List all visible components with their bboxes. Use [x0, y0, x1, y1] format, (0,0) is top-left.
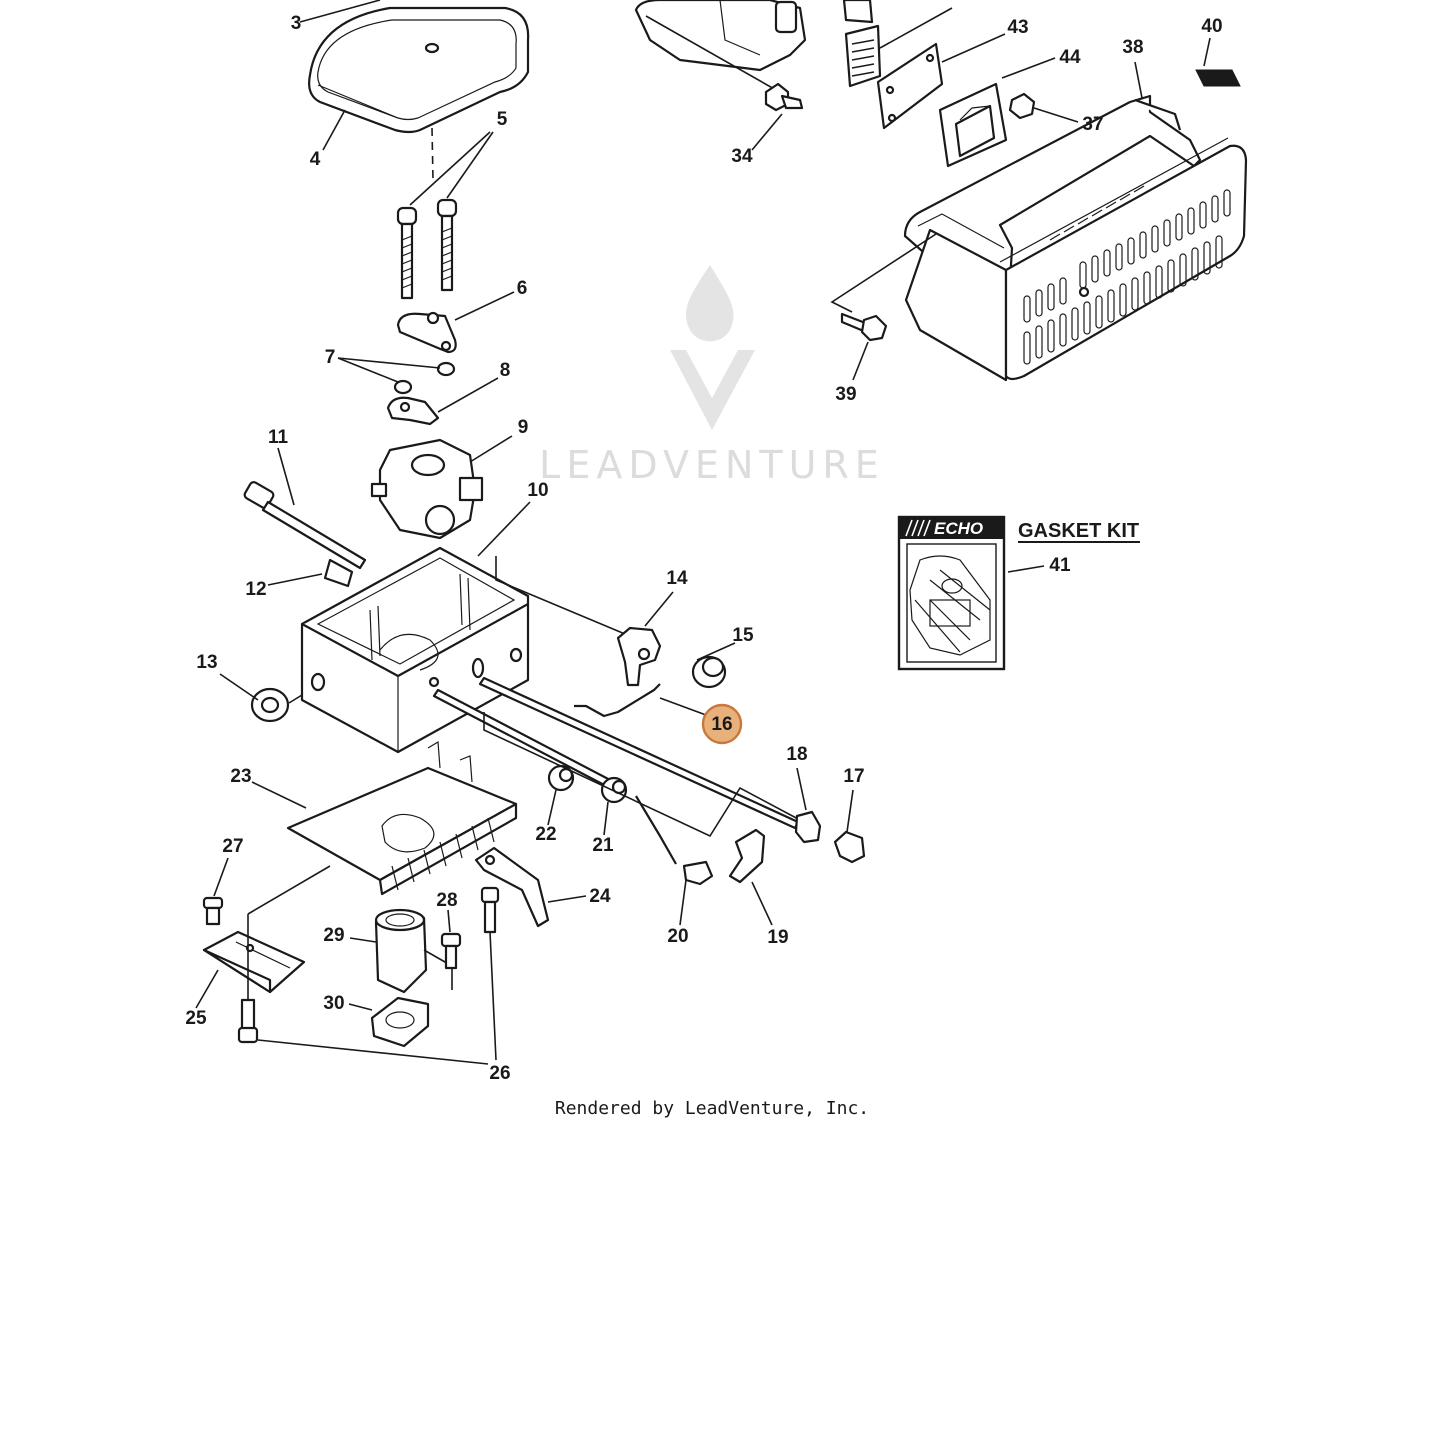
part-choke-shaft[interactable] [635, 795, 714, 886]
callout-5[interactable]: 5 [497, 109, 508, 130]
part-gasket-43[interactable] [876, 42, 944, 130]
callout-41[interactable]: 41 [1049, 555, 1071, 576]
part-bracket-24[interactable] [474, 846, 550, 928]
part-bolt-28[interactable] [440, 932, 462, 970]
callout-13[interactable]: 13 [196, 652, 217, 673]
callout-10[interactable]: 10 [527, 480, 548, 501]
part-bolt-27[interactable] [202, 896, 224, 926]
part-bolt-26[interactable] [480, 886, 500, 934]
callout-7[interactable]: 7 [325, 347, 336, 368]
callout-25[interactable]: 25 [185, 1008, 207, 1029]
part-plate[interactable] [386, 396, 440, 426]
callout-38[interactable]: 38 [1122, 37, 1143, 58]
callout-27[interactable]: 27 [222, 836, 243, 857]
part-collar-21[interactable] [600, 776, 628, 804]
part-clip[interactable] [323, 558, 354, 588]
part-bolt-26-lower[interactable] [237, 998, 259, 1044]
callout-19[interactable]: 19 [767, 927, 788, 948]
part-muffler-body[interactable] [634, 0, 807, 72]
part-collar-22[interactable] [547, 764, 575, 792]
callout-8[interactable]: 8 [500, 360, 511, 381]
callout-22[interactable]: 22 [535, 824, 556, 845]
leadventure-watermark-logo [670, 265, 755, 430]
part-clip-18[interactable] [794, 810, 822, 844]
part-gasket-19[interactable] [728, 828, 766, 884]
part-gasket-30[interactable] [370, 996, 430, 1048]
part-clip-17[interactable] [833, 830, 866, 864]
callout-14[interactable]: 14 [666, 568, 688, 589]
callout-16-highlight[interactable] [701, 703, 743, 745]
part-cover-44[interactable] [938, 82, 1008, 168]
callout-4[interactable]: 4 [310, 149, 321, 170]
callout-29[interactable]: 29 [323, 925, 344, 946]
callout-43[interactable]: 43 [1007, 17, 1028, 38]
callout-37[interactable]: 37 [1082, 114, 1103, 135]
callout-28[interactable]: 28 [436, 890, 457, 911]
part-muffler-guard[interactable] [903, 94, 1248, 382]
callout-18[interactable]: 18 [786, 744, 807, 765]
callout-20[interactable]: 20 [667, 926, 688, 947]
part-bolt-37[interactable] [1008, 92, 1036, 120]
callout-17[interactable]: 17 [843, 766, 864, 787]
callout-15[interactable]: 15 [732, 625, 754, 646]
part-air-cleaner-cover[interactable] [308, 6, 530, 134]
part-screen[interactable] [842, 0, 882, 88]
part-label-40[interactable] [1195, 69, 1241, 87]
callout-40[interactable]: 40 [1201, 16, 1222, 37]
callout-12[interactable]: 12 [245, 579, 266, 600]
callout-34[interactable]: 34 [731, 146, 753, 167]
part-knob[interactable] [691, 655, 727, 689]
callout-26[interactable]: 26 [489, 1063, 510, 1084]
callout-9[interactable]: 9 [518, 417, 529, 438]
callouts: 3 4 5 6 7 8 9 10 11 12 13 14 15 16 17 18… [185, 13, 1222, 1084]
part-bolt-39[interactable] [840, 312, 888, 342]
rendered-by-footer: Rendered by LeadVenture, Inc. [555, 1098, 869, 1119]
callout-21[interactable]: 21 [592, 835, 614, 856]
part-grommet[interactable] [250, 687, 290, 723]
part-throttle-shaft[interactable] [432, 676, 800, 830]
callout-24[interactable]: 24 [589, 886, 611, 907]
watermark-text: LEADVENTURE [539, 443, 885, 487]
gasket-kit-box[interactable] [897, 515, 1006, 671]
part-wire[interactable] [574, 683, 661, 718]
part-carburetor[interactable] [370, 438, 484, 540]
gasket-kit-title: GASKET KIT [1018, 520, 1139, 542]
gasket-kit-brand: ECHO [934, 519, 983, 538]
callout-3[interactable]: 3 [291, 13, 302, 34]
callout-16[interactable]: 16 [711, 714, 732, 735]
callout-23[interactable]: 23 [230, 766, 251, 787]
part-washers[interactable] [393, 361, 456, 395]
part-bracket[interactable] [396, 311, 457, 354]
part-lever[interactable] [616, 626, 662, 687]
part-intake[interactable] [374, 908, 428, 994]
callout-30[interactable]: 30 [323, 993, 344, 1014]
callout-6[interactable]: 6 [517, 278, 528, 299]
callout-44[interactable]: 44 [1059, 47, 1081, 68]
callout-11[interactable]: 11 [268, 427, 289, 448]
part-bracket-25[interactable] [202, 930, 306, 994]
part-air-box[interactable] [300, 546, 530, 754]
part-base-plate[interactable] [286, 740, 518, 896]
part-bolt-34[interactable] [764, 82, 804, 112]
part-rod[interactable] [243, 481, 367, 570]
part-bolts[interactable] [396, 198, 458, 300]
callout-39[interactable]: 39 [835, 384, 856, 405]
